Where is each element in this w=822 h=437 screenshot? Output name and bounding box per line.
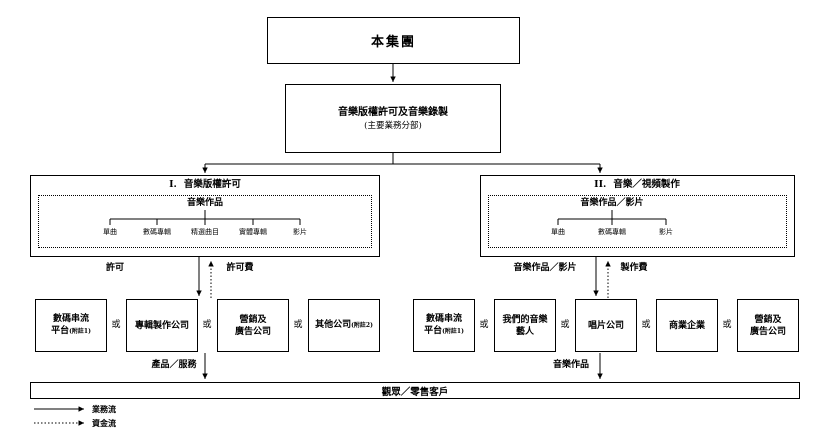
works-title-right: 音樂作品／影片 (580, 198, 644, 208)
company-name-line: 數碼串流 (52, 314, 89, 324)
company-note: (附註2) (351, 322, 373, 329)
segment-box: 音樂版權許可及音樂錄製 (主要業務分部) (285, 84, 501, 153)
works-dashed-box-right (488, 195, 787, 248)
company-name-text: 平台 (424, 326, 443, 336)
section-box-music-video-production (480, 175, 795, 257)
flow-label-license: 許可 (105, 263, 125, 273)
company-note: (附註1) (69, 328, 91, 335)
company-name-line: 數碼串流 (425, 314, 462, 324)
flow-label-music-works-output: 音樂作品 (552, 360, 590, 370)
company-name-line: 營銷及 (239, 314, 267, 325)
works-title-left: 音樂作品 (186, 198, 224, 208)
flow-label-production-fee: 製作費 (620, 263, 648, 273)
connector-segment-split (202, 153, 603, 173)
company-name-line: 廣告公司 (749, 326, 786, 337)
company-name-text: 其他公司 (315, 320, 352, 330)
segment-subtitle: (主要業務分部) (364, 120, 422, 131)
section-numeral: II. (594, 179, 607, 190)
company-box-record-company: 唱片公司 (575, 299, 637, 352)
right-items-tree (557, 210, 667, 225)
flow-arrows-to-audience (202, 353, 603, 379)
company-note: (附註1) (442, 328, 464, 335)
company-name-line: 藝人 (515, 326, 534, 337)
work-item-single-left: 單曲 (103, 228, 117, 236)
section-title-music-video-production: II. 音樂／視頻製作 (594, 179, 680, 190)
group-label: 本集團 (370, 35, 416, 50)
company-box-marketing-ad-right: 營銷及 廣告公司 (737, 299, 799, 352)
company-name-line: 平台(附註1) (51, 325, 91, 338)
legend-business-flow-label: 業務流 (92, 404, 116, 414)
section-title-text: 音樂／視頻製作 (613, 179, 680, 190)
work-item-physical-album: 實體專輯 (239, 228, 267, 236)
works-dashed-box-left (38, 195, 372, 248)
company-name-text: 平台 (51, 326, 70, 336)
or-separator: 或 (560, 320, 570, 330)
or-separator: 或 (111, 320, 121, 330)
company-name-line: 我們的音樂 (502, 314, 548, 325)
company-name-line: 其他公司(附註2) (315, 319, 373, 332)
company-box-digital-streaming-right: 數碼串流 平台(附註1) (413, 299, 475, 352)
company-name-line: 平台(附註1) (424, 325, 464, 338)
flow-label-music-works-video: 音樂作品／影片 (513, 263, 577, 273)
company-box-marketing-ad-left: 營銷及 廣告公司 (217, 299, 289, 352)
work-item-video-right: 影片 (659, 228, 673, 236)
section-title-text: 音樂版權許可 (183, 179, 241, 190)
company-box-digital-streaming-left: 數碼串流 平台(附註1) (35, 299, 107, 352)
section-title-music-licensing: I. 音樂版權許可 (169, 179, 241, 190)
section-box-music-licensing (30, 175, 380, 257)
company-name-line: 商業企業 (668, 320, 705, 331)
flow-arrows-right-pair (593, 257, 611, 298)
work-item-digital-album-right: 數碼專輯 (598, 228, 626, 236)
company-name-line: 廣告公司 (234, 326, 271, 337)
or-separator: 或 (641, 320, 651, 330)
company-box-other-companies: 其他公司(附註2) (308, 299, 380, 352)
work-item-single-right: 單曲 (551, 228, 565, 236)
legend-lines (34, 406, 84, 426)
or-separator: 或 (202, 320, 212, 330)
company-box-album-production: 專輯製作公司 (126, 299, 198, 352)
work-item-digital-album-left: 數碼專輯 (143, 228, 171, 236)
section-numeral: I. (169, 179, 177, 190)
company-name-line: 營銷及 (754, 314, 782, 325)
company-name-line: 專輯製作公司 (134, 320, 189, 331)
segment-title: 音樂版權許可及音樂錄製 (338, 106, 448, 118)
work-item-selected-tracks: 精選曲目 (191, 228, 219, 236)
flow-label-license-fee: 許可費 (226, 263, 254, 273)
work-item-video-left: 影片 (293, 228, 307, 236)
or-separator: 或 (722, 320, 732, 330)
company-box-our-music-artists: 我們的音樂 藝人 (494, 299, 556, 352)
left-items-tree (109, 210, 301, 225)
audience-box: 觀眾／零售客戶 (30, 382, 800, 399)
audience-label: 觀眾／零售客戶 (381, 386, 449, 398)
company-box-commercial-enterprise: 商業企業 (656, 299, 718, 352)
group-box: 本集團 (267, 17, 520, 64)
company-name-line: 唱片公司 (587, 320, 624, 331)
flow-arrows-left-pair (196, 257, 214, 298)
flow-label-products-services: 產品／服務 (151, 360, 197, 370)
or-separator: 或 (479, 320, 489, 330)
or-separator: 或 (293, 320, 303, 330)
legend-capital-flow-label: 資金流 (92, 418, 116, 428)
